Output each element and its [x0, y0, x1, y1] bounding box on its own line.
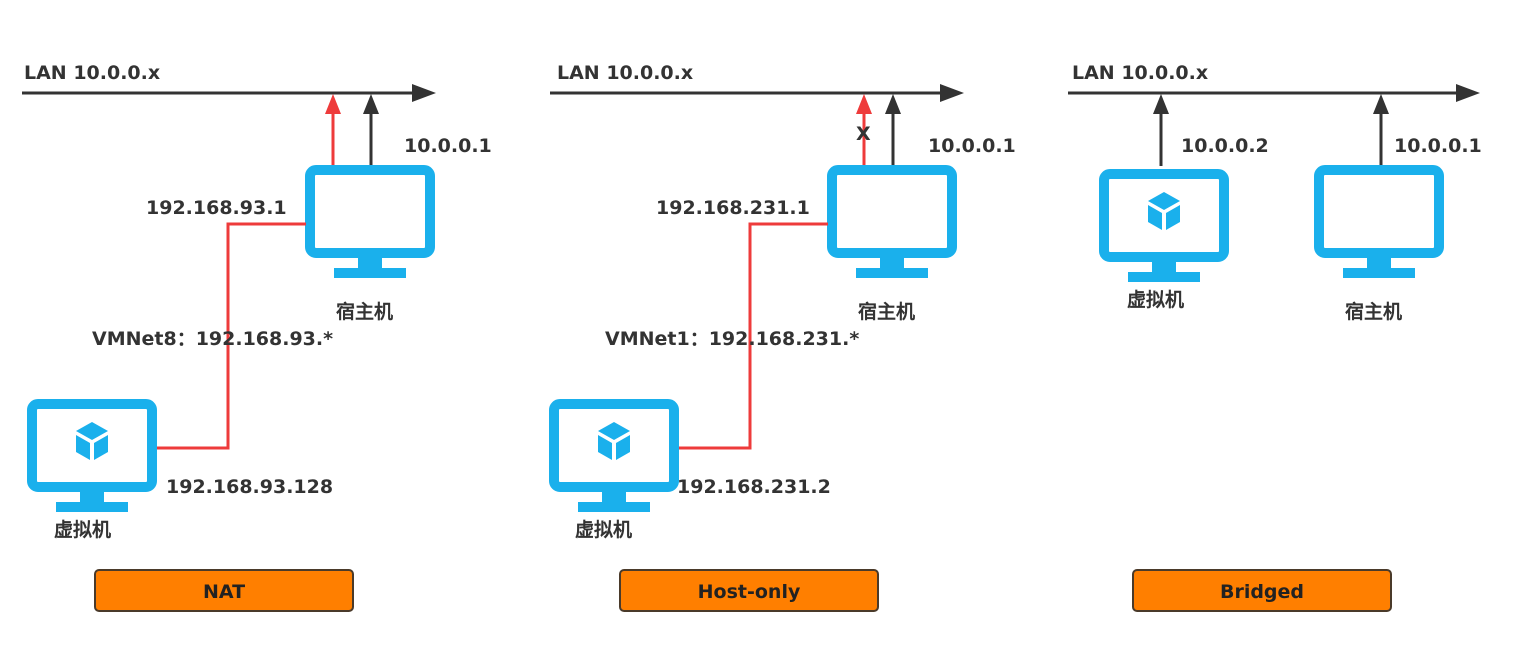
vmnet-link [150, 222, 306, 450]
host-monitor-icon [1319, 170, 1439, 278]
vm-lan-ip: 10.0.0.2 [1181, 135, 1269, 157]
host-vmnet-ip: 192.168.93.1 [146, 197, 287, 219]
vm-monitor [554, 404, 674, 512]
lan-arrow [1068, 84, 1480, 102]
host-monitor-icon [832, 170, 952, 278]
vm-label: 虚拟机 [1127, 288, 1184, 311]
mode-badge-hostonly [619, 569, 879, 612]
arrow-up-icon [885, 94, 901, 114]
host-lan-ip: 10.0.0.1 [1394, 135, 1482, 157]
arrow-up-icon [325, 94, 341, 114]
host-monitor-icon [310, 170, 430, 278]
mode-badge-bridged [1132, 569, 1392, 612]
mode-label: NAT [203, 581, 245, 603]
mode-badge-nat [94, 569, 354, 612]
vm-ip: 192.168.93.128 [166, 476, 333, 498]
panel-nat: LAN 10.0.0.x 10.0.0.1 192.168.93.1 宿主机 V… [22, 62, 492, 612]
arrow-right-icon [1456, 84, 1480, 102]
vm-monitor [1104, 174, 1224, 282]
blocked-mark: X [856, 123, 871, 145]
vm-label: 虚拟机 [54, 518, 111, 541]
vm-uplink [1153, 94, 1169, 166]
arrow-up-icon [1373, 94, 1389, 114]
arrow-up-icon [856, 94, 872, 114]
vmnet-link [672, 222, 828, 450]
panel-bridged: LAN 10.0.0.x 10.0.0.2 10.0.0.1 虚拟机 宿主机 B… [1068, 62, 1482, 612]
host-uplink [1373, 94, 1389, 166]
panel-hostonly: LAN 10.0.0.x X 10.0.0.1 192.168.231.1 宿主… [550, 62, 1016, 612]
host-hostonly-uplink-red [856, 94, 872, 166]
host-nat-uplink-red [325, 94, 341, 166]
host-label: 宿主机 [1345, 300, 1402, 323]
host-uplink-dark [885, 94, 901, 166]
monitor-icon [554, 404, 674, 512]
vm-ip: 192.168.231.2 [677, 476, 831, 498]
lan-label: LAN 10.0.0.x [24, 62, 160, 84]
arrow-right-icon [940, 84, 964, 102]
mode-label: Bridged [1220, 581, 1304, 603]
arrow-right-icon [412, 84, 436, 102]
vm-monitor [32, 404, 152, 512]
arrow-up-icon [1153, 94, 1169, 114]
monitor-icon [32, 404, 152, 512]
host-uplink-dark [363, 94, 379, 166]
host-lan-ip: 10.0.0.1 [404, 135, 492, 157]
host-label: 宿主机 [336, 300, 393, 323]
host-vmnet-ip: 192.168.231.1 [656, 197, 810, 219]
vmnet-label: VMNet8：192.168.93.* [92, 328, 333, 350]
monitor-icon [1104, 174, 1224, 282]
vm-label: 虚拟机 [575, 518, 632, 541]
arrow-up-icon [363, 94, 379, 114]
lan-label: LAN 10.0.0.x [1072, 62, 1208, 84]
lan-arrow [22, 84, 436, 102]
host-lan-ip: 10.0.0.1 [928, 135, 1016, 157]
lan-label: LAN 10.0.0.x [557, 62, 693, 84]
mode-label: Host-only [698, 581, 801, 603]
lan-arrow [550, 84, 964, 102]
vmnet-label: VMNet1：192.168.231.* [605, 328, 859, 350]
host-label: 宿主机 [858, 300, 915, 323]
